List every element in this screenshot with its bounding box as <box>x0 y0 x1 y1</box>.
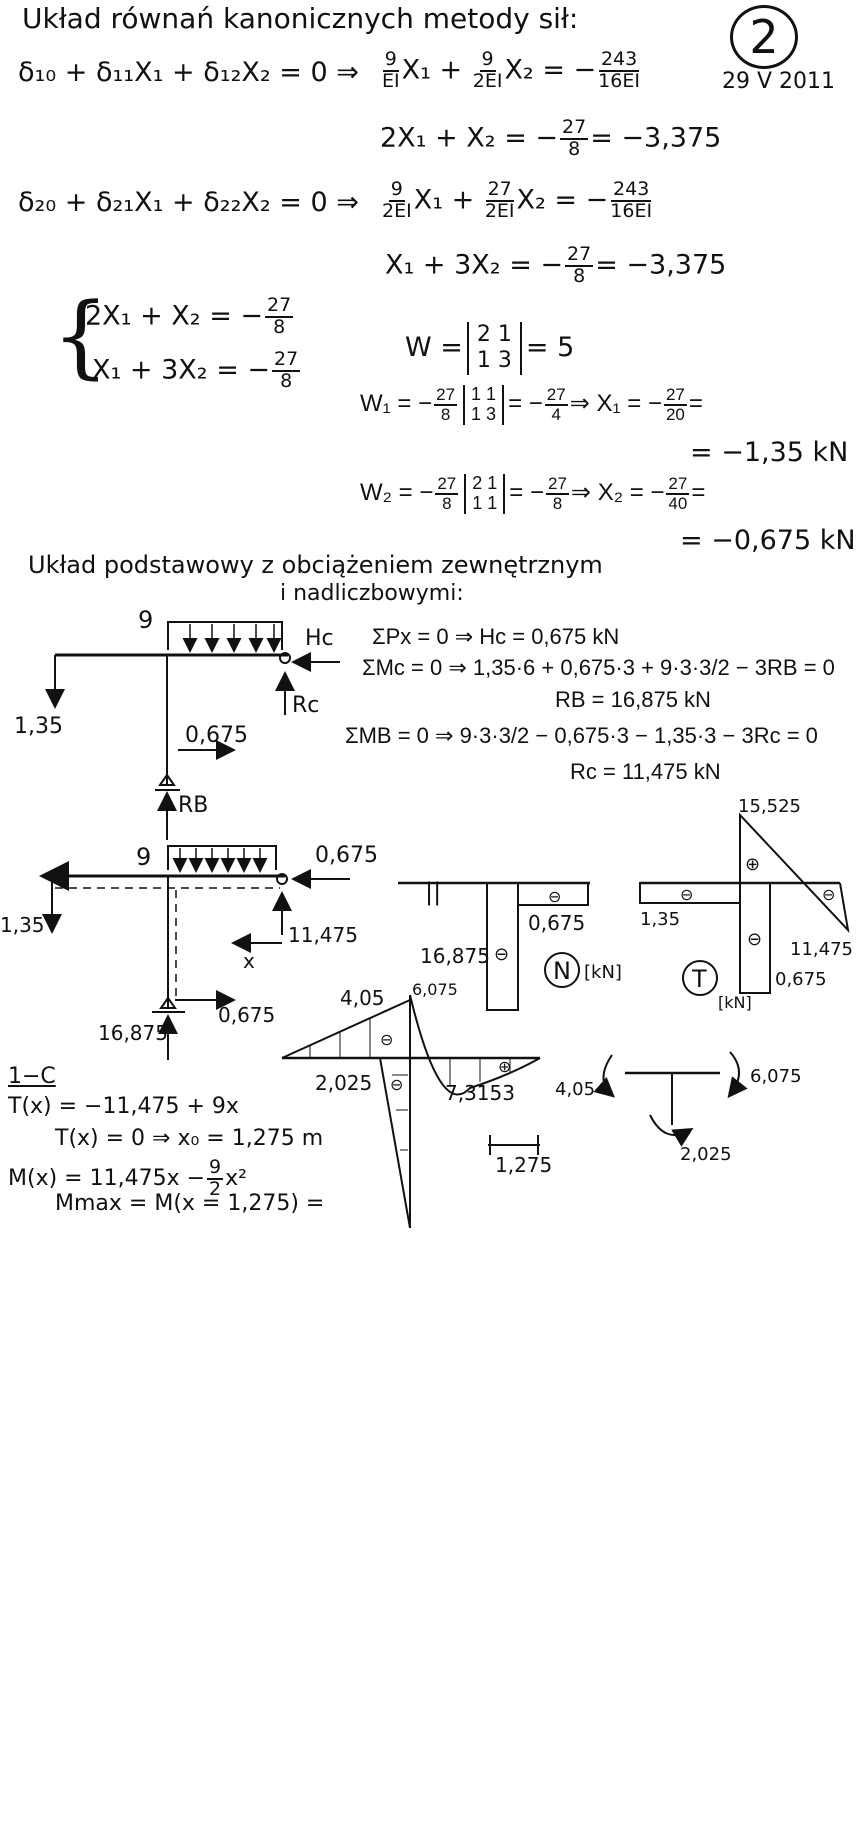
sum-mb-equation: ΣMB = 0 ⇒ 9·3·3/2 − 0,675·3 − 1,35·3 − 3… <box>345 723 818 748</box>
unit-label: [kN] <box>718 993 752 1012</box>
shear-equation: T(x) = −11,475 + 9x <box>8 1094 239 1119</box>
value-parabola: 7,3153 <box>445 1081 515 1105</box>
sign-column: ⊖ <box>494 944 509 965</box>
node-equilibrium-sketch: 4,05 6,075 2,025 <box>555 1051 802 1165</box>
force-left-label: 1,35 <box>0 913 45 937</box>
shear-force-diagram: ⊖ ⊕ ⊖ ⊖ 15,525 1,35 11,475 0,675 T [kN] <box>639 796 853 1012</box>
mmax-equation: Mmax = M(x = 1,275) = <box>55 1191 325 1216</box>
date: 29 V 2011 <box>722 69 836 94</box>
sign-beam: ⊖ <box>548 887 561 906</box>
distributed-load <box>167 621 283 650</box>
section-heading-line-1: Układ podstawowy z obciążeniem zewnętrzn… <box>28 551 603 579</box>
section-heading-line-2: i nadliczbowymi: <box>280 581 464 606</box>
zero-mark: || <box>425 878 441 906</box>
hc-label: Hc <box>305 626 334 651</box>
node-right-label: 6,075 <box>750 1066 802 1087</box>
segment-label: 1−C <box>8 1064 56 1089</box>
canonical-equation-1-left: δ₁₀ + δ₁₁X₁ + δ₁₂X₂ = 0 ⇒ <box>18 57 359 88</box>
node-left-label: 4,05 <box>555 1079 595 1100</box>
hinge-c <box>279 652 291 664</box>
page-number-badge: 2 <box>730 5 798 69</box>
value-column-top: 6,075 <box>412 980 458 999</box>
load-label: 9 <box>136 843 151 871</box>
shear-zero-equation: T(x) = 0 ⇒ x₀ = 1,275 m <box>55 1126 324 1151</box>
value-column: 0,675 <box>775 969 827 990</box>
force-bottom-label: 0,675 <box>218 1003 275 1027</box>
loaded-frame-diagram: 9 0,675 1,35 11,475 x 0,675 16,875 <box>0 843 378 1060</box>
value-left-peak: 4,05 <box>340 986 385 1010</box>
rb-result: RB = 16,875 kN <box>555 687 711 712</box>
force-left-label: 1,35 <box>14 714 63 739</box>
value-left: 1,35 <box>640 909 680 930</box>
x2-result: = −0,675 kN <box>680 525 856 556</box>
unit-label: [kN] <box>584 962 622 983</box>
sign-left: ⊖ <box>380 1030 393 1049</box>
distributed-load <box>167 845 277 870</box>
dimension-label: 1,275 <box>495 1153 552 1177</box>
rc-label: Rc <box>292 693 319 718</box>
sum-px-equation: ΣPx = 0 ⇒ Hc = 0,675 kN <box>372 624 620 649</box>
x1-result: = −1,35 kN <box>690 437 849 468</box>
rb-label: RB <box>178 793 208 818</box>
rc-result: Rc = 11,475 kN <box>570 759 721 784</box>
value-column: 16,875 <box>420 944 490 968</box>
sign-column: ⊖ <box>390 1075 403 1094</box>
sign-column: ⊖ <box>747 929 762 950</box>
value-top: 15,525 <box>738 796 801 817</box>
sign-right: ⊕ <box>498 1057 511 1076</box>
sign-top: ⊕ <box>745 854 760 875</box>
value-column: 2,025 <box>315 1071 372 1095</box>
force-bottom-label: 0,675 <box>185 723 248 748</box>
normal-force-diagram: || ⊖ ⊖ 0,675 16,875 N [kN] <box>398 878 622 1011</box>
canonical-equation-2-left: δ₂₀ + δ₂₁X₁ + δ₂₂X₂ = 0 ⇒ <box>18 187 359 218</box>
x-label: x <box>243 949 255 973</box>
bending-moment-diagram: ⊖ ⊖ ⊕ 4,05 6,075 2,025 7,3153 1,275 <box>281 980 552 1229</box>
sum-mc-equation: ΣMc = 0 ⇒ 1,35·6 + 0,675·3 + 9·3·3/2 − 3… <box>362 655 835 680</box>
diagram-label: T <box>691 965 707 993</box>
value-beam: 0,675 <box>528 911 585 935</box>
page-heading: Układ równań kanonicznych metody sił: <box>22 2 579 35</box>
primary-system-diagram: 9 Hc Rc 1,35 0,675 RB <box>14 606 340 840</box>
load-label: 9 <box>138 606 153 634</box>
node-bottom-label: 2,025 <box>680 1144 732 1165</box>
value-right: 11,475 <box>790 939 853 960</box>
sign-left: ⊖ <box>680 885 693 904</box>
rb-label: 16,875 <box>98 1021 168 1045</box>
support-b <box>158 773 176 786</box>
sign-right: ⊖ <box>822 885 835 904</box>
rc-label: 11,475 <box>288 923 358 947</box>
system-brace: { <box>52 284 110 389</box>
diagram-label: N <box>553 957 571 985</box>
force-right-label: 0,675 <box>315 843 378 868</box>
